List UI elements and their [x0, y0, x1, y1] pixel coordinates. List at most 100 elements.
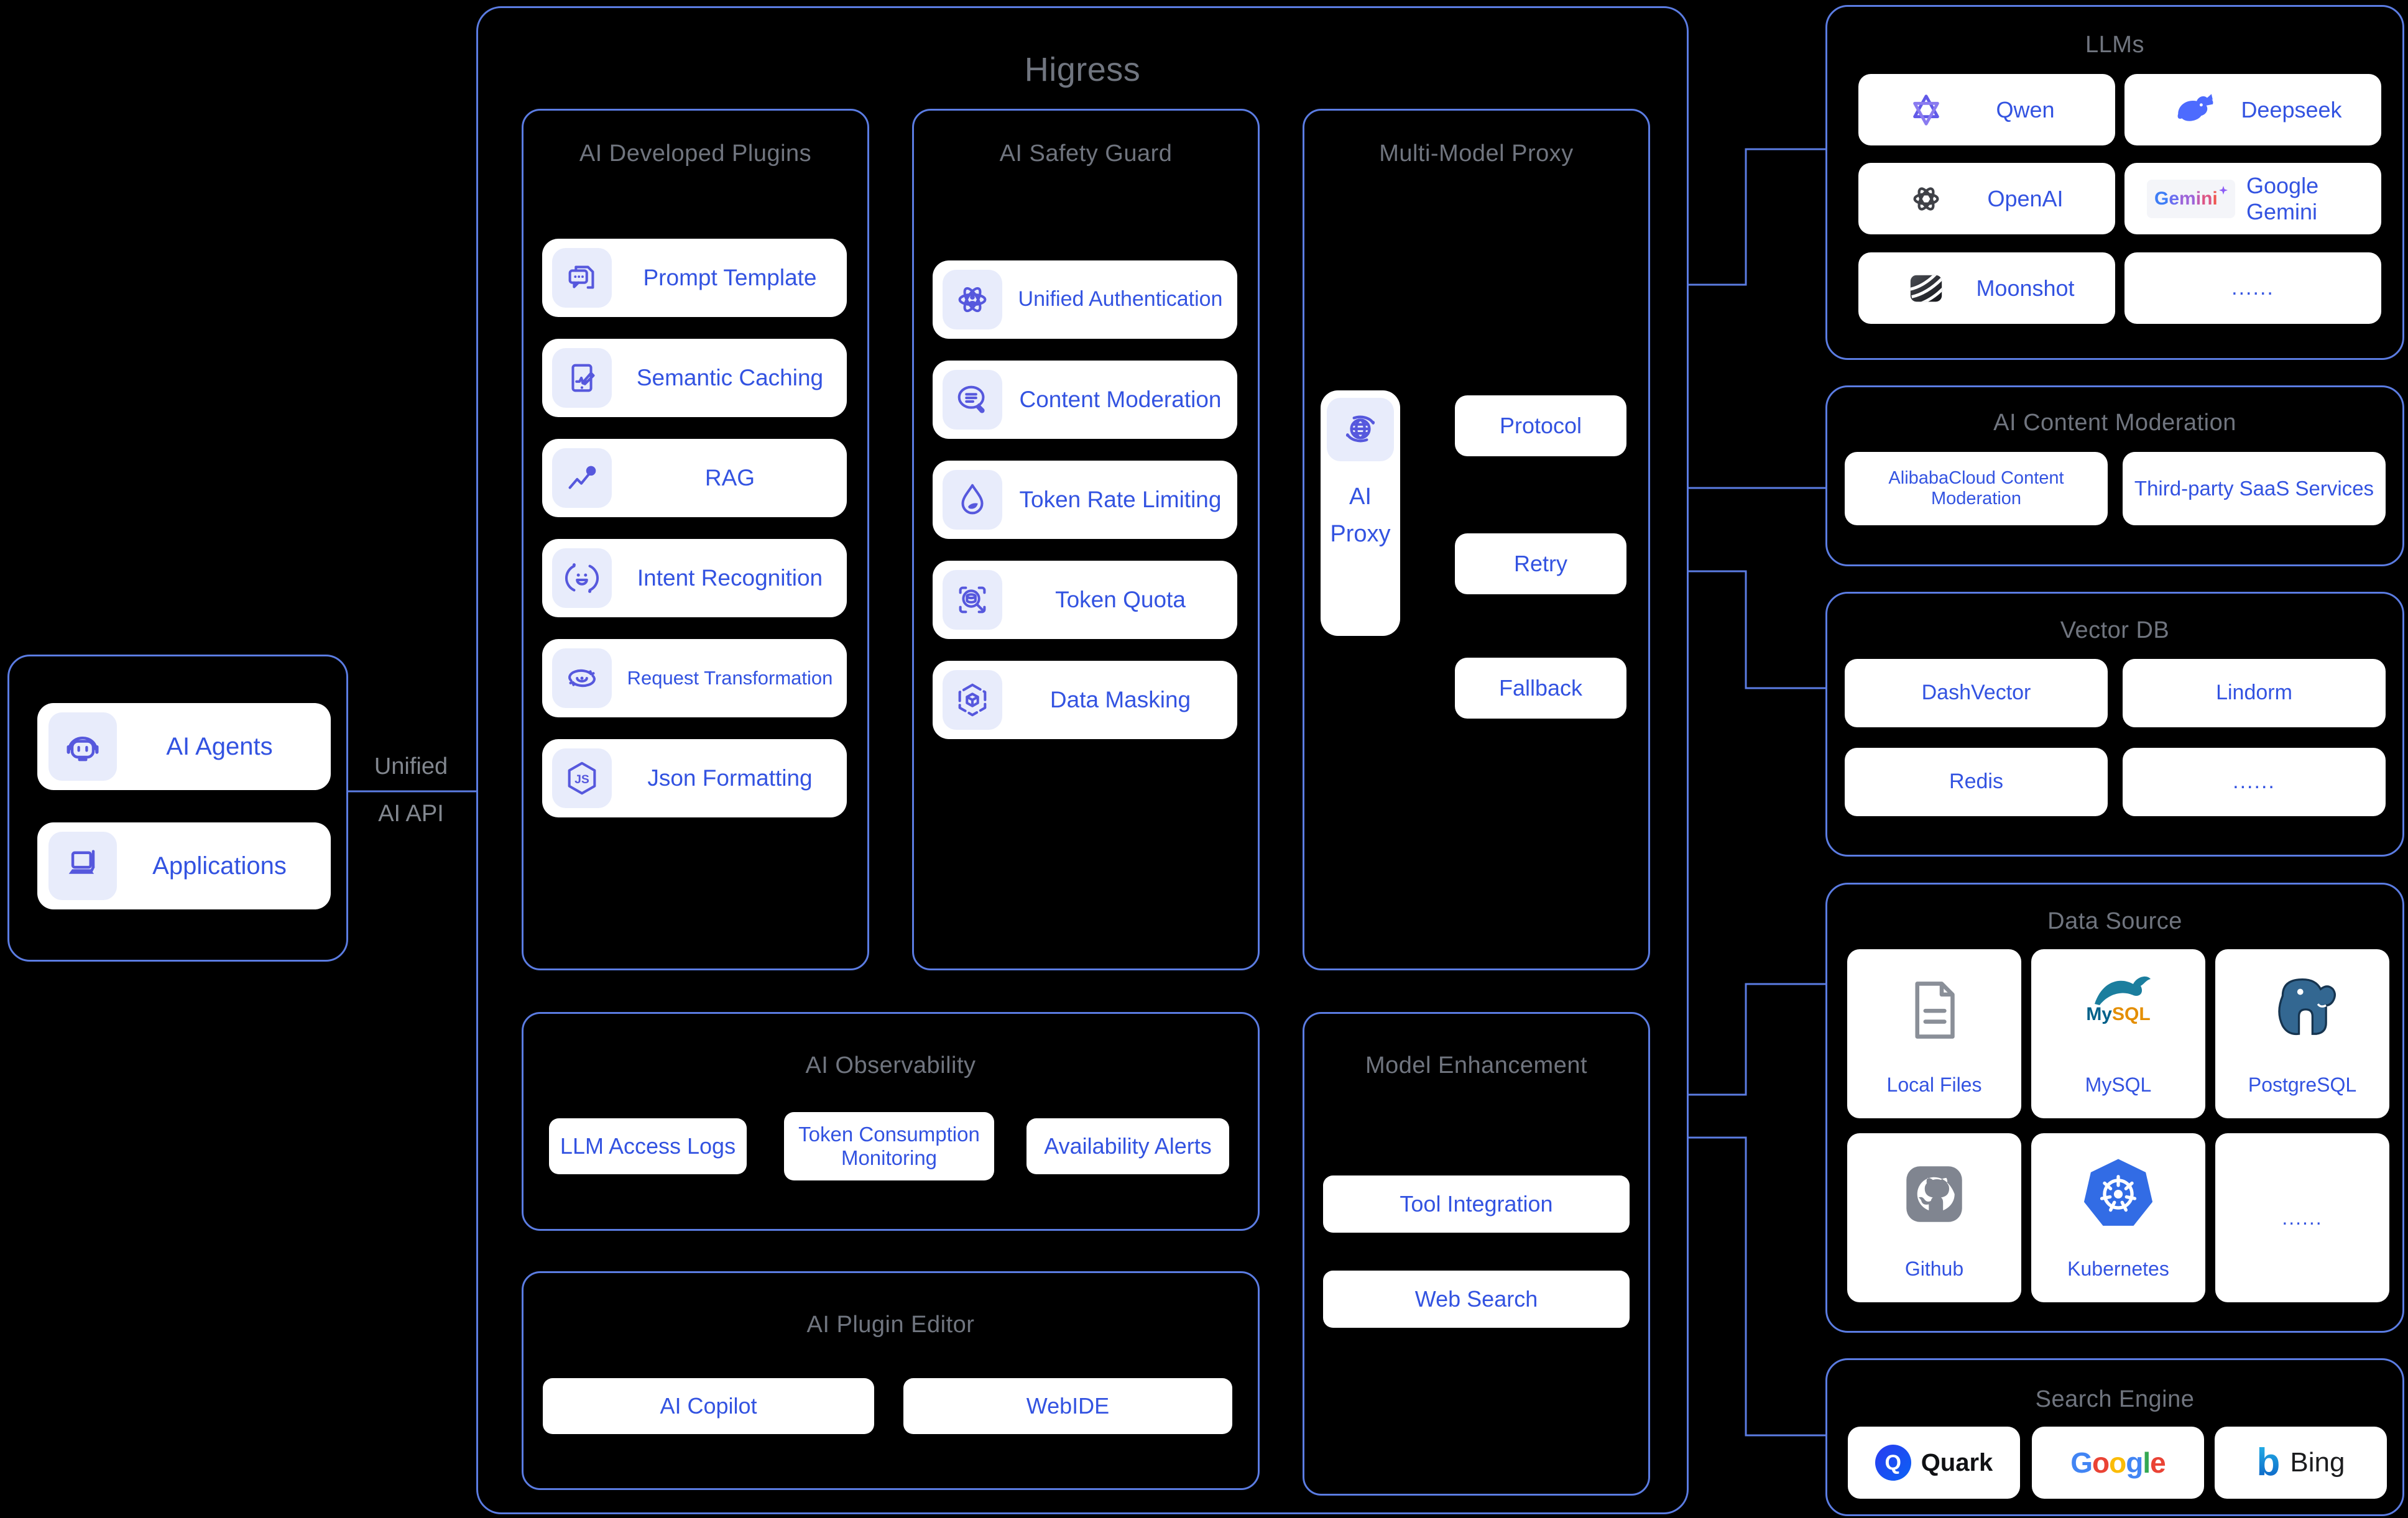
globe-icon	[1327, 398, 1394, 461]
openai-icon	[1907, 163, 1945, 234]
search-engine-panel: Search Engine Q Quark Google b Bing	[1825, 1358, 2404, 1516]
applications-label: Applications	[152, 852, 287, 880]
data-source-more-card: ......	[2215, 1133, 2389, 1302]
card-label: Prompt Template	[643, 264, 817, 290]
quark-logo: Q	[1875, 1445, 1911, 1481]
qwen-card: Qwen	[1858, 74, 2115, 145]
data-source-panel: Data Source Local Files MySQL MySQL	[1825, 883, 2404, 1333]
llms-title: LLMs	[2085, 32, 2144, 58]
token-consumption-card: Token Consumption Monitoring	[784, 1112, 994, 1180]
request-transformation-icon	[552, 648, 612, 708]
rag-card: RAG	[542, 439, 847, 517]
web-search-label: Web Search	[1414, 1286, 1538, 1312]
higress-title: Higress	[1024, 51, 1141, 88]
prompt-template-card: Prompt Template	[542, 239, 847, 317]
bing-label: Bing	[2290, 1447, 2345, 1478]
token-rate-limiting-card: Token Rate Limiting	[933, 461, 1237, 539]
higress-box: Higress AI Developed Plugins Prompt Temp…	[476, 6, 1689, 1514]
rag-icon	[552, 448, 612, 508]
observability-title: AI Observability	[805, 1052, 976, 1079]
card-label: Intent Recognition	[637, 564, 823, 591]
connector-vector-db	[1685, 570, 1825, 689]
alibabacloud-moderation-card: AlibabaCloud Content Moderation	[1845, 452, 2108, 525]
gemini-label: Google Gemini	[2246, 172, 2319, 224]
moonshot-icon	[1907, 252, 1945, 324]
token-quota-icon	[943, 570, 1002, 630]
json-formatting-card: JS Json Formatting	[542, 739, 847, 817]
vector-db-panel: Vector DB DashVector Lindorm Redis .....…	[1825, 592, 2404, 857]
mysql-logo: MySQL	[2031, 965, 2205, 1025]
document-icon	[1847, 973, 2021, 1047]
data-masking-icon	[943, 670, 1002, 730]
search-engine-title: Search Engine	[2035, 1386, 2195, 1412]
deepseek-card: Deepseek	[2124, 74, 2381, 145]
moderation-panel: AI Content Moderation AlibabaCloud Conte…	[1825, 385, 2404, 566]
unified-authentication-card: Unified Authentication	[933, 260, 1237, 339]
semantic-caching-icon	[552, 348, 612, 408]
robot-icon	[48, 712, 117, 781]
google-card: Google	[2032, 1427, 2204, 1499]
svg-text:JS: JS	[574, 773, 589, 786]
laptop-icon	[48, 832, 117, 900]
postgresql-label: PostgreSQL	[2248, 1074, 2357, 1096]
local-files-label: Local Files	[1886, 1074, 1982, 1096]
applications-card: Applications	[37, 822, 331, 909]
kubernetes-label: Kubernetes	[2067, 1258, 2169, 1280]
mysql-label: MySQL	[2085, 1074, 2152, 1096]
card-label: Json Formatting	[647, 765, 813, 791]
web-search-card: Web Search	[1323, 1271, 1630, 1328]
sparkle-icon	[2218, 185, 2228, 195]
tool-integration-label: Tool Integration	[1400, 1191, 1553, 1217]
redis-card: Redis	[1845, 748, 2108, 816]
data-masking-card: Data Masking	[933, 661, 1237, 739]
observability-box: AI Observability LLM Access Logs Token C…	[522, 1012, 1260, 1231]
vector-db-more-label: ......	[2233, 770, 2276, 794]
safety-title: AI Safety Guard	[999, 140, 1173, 167]
token-rate-limiting-icon	[943, 470, 1002, 530]
ai-copilot-label: AI Copilot	[660, 1393, 757, 1419]
unified-authentication-icon	[943, 270, 1002, 329]
thirdparty-saas-label: Third-party SaaS Services	[2134, 477, 2374, 500]
lindorm-card: Lindorm	[2123, 659, 2386, 727]
enhancement-box: Model Enhancement Tool Integration Web S…	[1303, 1012, 1650, 1496]
tool-integration-card: Tool Integration	[1323, 1175, 1630, 1233]
fallback-box: Fallback	[1455, 658, 1626, 719]
llms-more-card: ......	[2124, 252, 2381, 324]
moonshot-card: Moonshot	[1858, 252, 2115, 324]
qwen-icon	[1907, 74, 1945, 145]
token-consumption-label: Token Consumption Monitoring	[798, 1123, 980, 1169]
postgresql-card: PostgreSQL	[2215, 949, 2389, 1118]
card-label: Token Rate Limiting	[1019, 486, 1222, 512]
safety-box: AI Safety Guard Unified Authentication	[912, 109, 1260, 970]
ai-agents-card: AI Agents	[37, 703, 331, 790]
proxy-title: Multi-Model Proxy	[1379, 140, 1574, 167]
moonshot-label: Moonshot	[1976, 275, 2075, 301]
gemini-wordmark-icon: Gemini	[2147, 163, 2235, 234]
qwen-label: Qwen	[1996, 96, 2055, 122]
clients-box: AI Agents Applications	[7, 655, 348, 962]
data-source-more-label: ......	[2282, 1206, 2323, 1229]
card-label: Semantic Caching	[636, 364, 824, 390]
semantic-caching-card: Semantic Caching	[542, 339, 847, 417]
quark-card: Q Quark	[1848, 1427, 2020, 1499]
lindorm-label: Lindorm	[2216, 681, 2292, 705]
token-quota-card: Token Quota	[933, 561, 1237, 639]
card-label: Content Moderation	[1019, 386, 1222, 412]
unified-api-label-line2: AI API	[378, 801, 444, 827]
card-label: Unified Authentication	[1018, 287, 1223, 311]
github-label: Github	[1904, 1258, 1964, 1280]
intent-recognition-card: Intent Recognition	[542, 539, 847, 617]
redis-label: Redis	[1949, 770, 2003, 794]
availability-alerts-label: Availability Alerts	[1044, 1133, 1212, 1159]
ai-proxy-node: AI Proxy	[1321, 390, 1400, 636]
intent-recognition-icon	[552, 548, 612, 608]
deepseek-whale-icon	[2173, 74, 2214, 145]
protocol-box: Protocol	[1455, 395, 1626, 456]
bing-logo: b	[2256, 1441, 2281, 1484]
openai-label: OpenAI	[1987, 185, 2064, 211]
github-card: Github	[1847, 1133, 2021, 1302]
webide-card: WebIDE	[903, 1378, 1232, 1434]
dashvector-card: DashVector	[1845, 659, 2108, 727]
ai-copilot-card: AI Copilot	[543, 1378, 874, 1434]
dashvector-label: DashVector	[1921, 681, 2031, 705]
